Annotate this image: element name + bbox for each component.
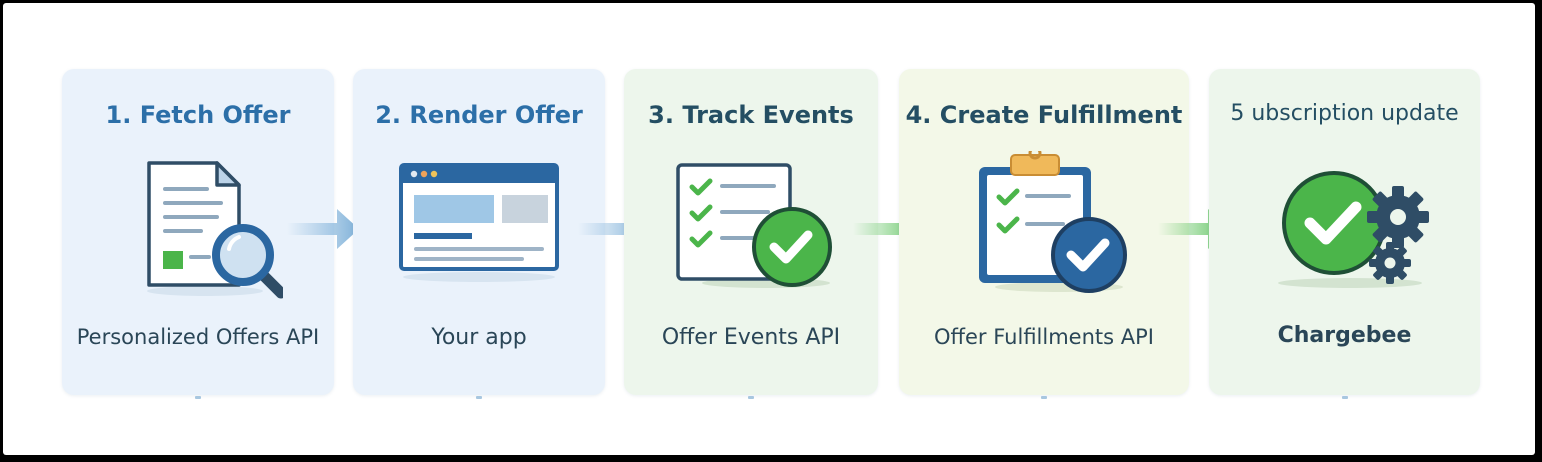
step-4-title: 4. Create Fulfillment [905,101,1183,129]
clipboard-check-icon [979,151,1127,293]
step-1-title: 1. Fetch Offer [105,101,291,129]
step-2-card: 2. Render Offer Your app [353,69,605,399]
step-4-tick [1041,396,1047,399]
step-5-tick [1341,396,1348,399]
arrow-right-icon [287,209,359,249]
checklist-check-icon [676,163,832,288]
step-3-title: 3. Track Events [648,101,854,129]
check-gears-icon [1277,171,1429,288]
browser-window-icon [399,163,559,282]
step-5-subtitle: Chargebee [1277,323,1412,348]
step-2-tick [476,396,482,399]
step-2-title: 2. Render Offer [375,101,583,129]
step-1-subtitle: Personalized Offers API [76,325,320,349]
step-1-tick [195,396,201,399]
step-3-tick [748,396,754,399]
step-3-subtitle: Offer Events API [661,325,841,350]
document-search-icon [147,161,283,299]
step-3-card: 3. Track Events Offer Events API [624,69,878,399]
step-5-title: 5 ubscription update [1230,101,1459,126]
step-5-card: 5 ubscription update [1209,69,1480,399]
step-4-subtitle: Offer Fulfillments API [934,325,1154,349]
step-2-subtitle: Your app [431,325,527,350]
step-4-card: 4. Create Fulfillment Offer Fulfillments… [899,69,1189,399]
diagram-frame: 1. Fetch Offer Personalized Offers API [3,3,1535,455]
